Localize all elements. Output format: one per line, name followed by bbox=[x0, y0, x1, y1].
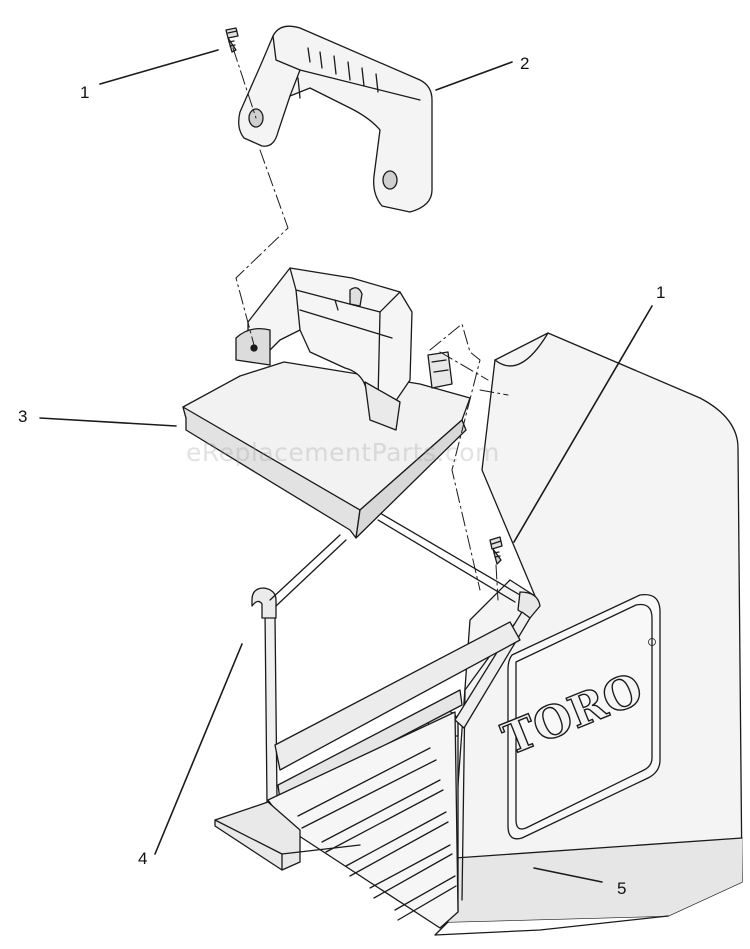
watermark-text: eReplacementParts.com bbox=[186, 438, 500, 467]
callout-4: 4 bbox=[138, 849, 148, 868]
leader-lines bbox=[39, 49, 653, 883]
assembly-lines bbox=[232, 47, 509, 601]
bag-frame bbox=[214, 512, 541, 929]
grass-bag bbox=[434, 332, 743, 936]
handle-base bbox=[182, 267, 471, 539]
callout-1-right: 1 bbox=[656, 283, 666, 302]
callout-2: 2 bbox=[520, 54, 530, 73]
screw-top bbox=[225, 27, 239, 53]
handle-grip bbox=[238, 25, 433, 213]
screw-right bbox=[489, 536, 503, 565]
callout-5: 5 bbox=[617, 879, 627, 898]
callout-1-top: 1 bbox=[80, 83, 90, 102]
callout-3: 3 bbox=[18, 407, 28, 426]
